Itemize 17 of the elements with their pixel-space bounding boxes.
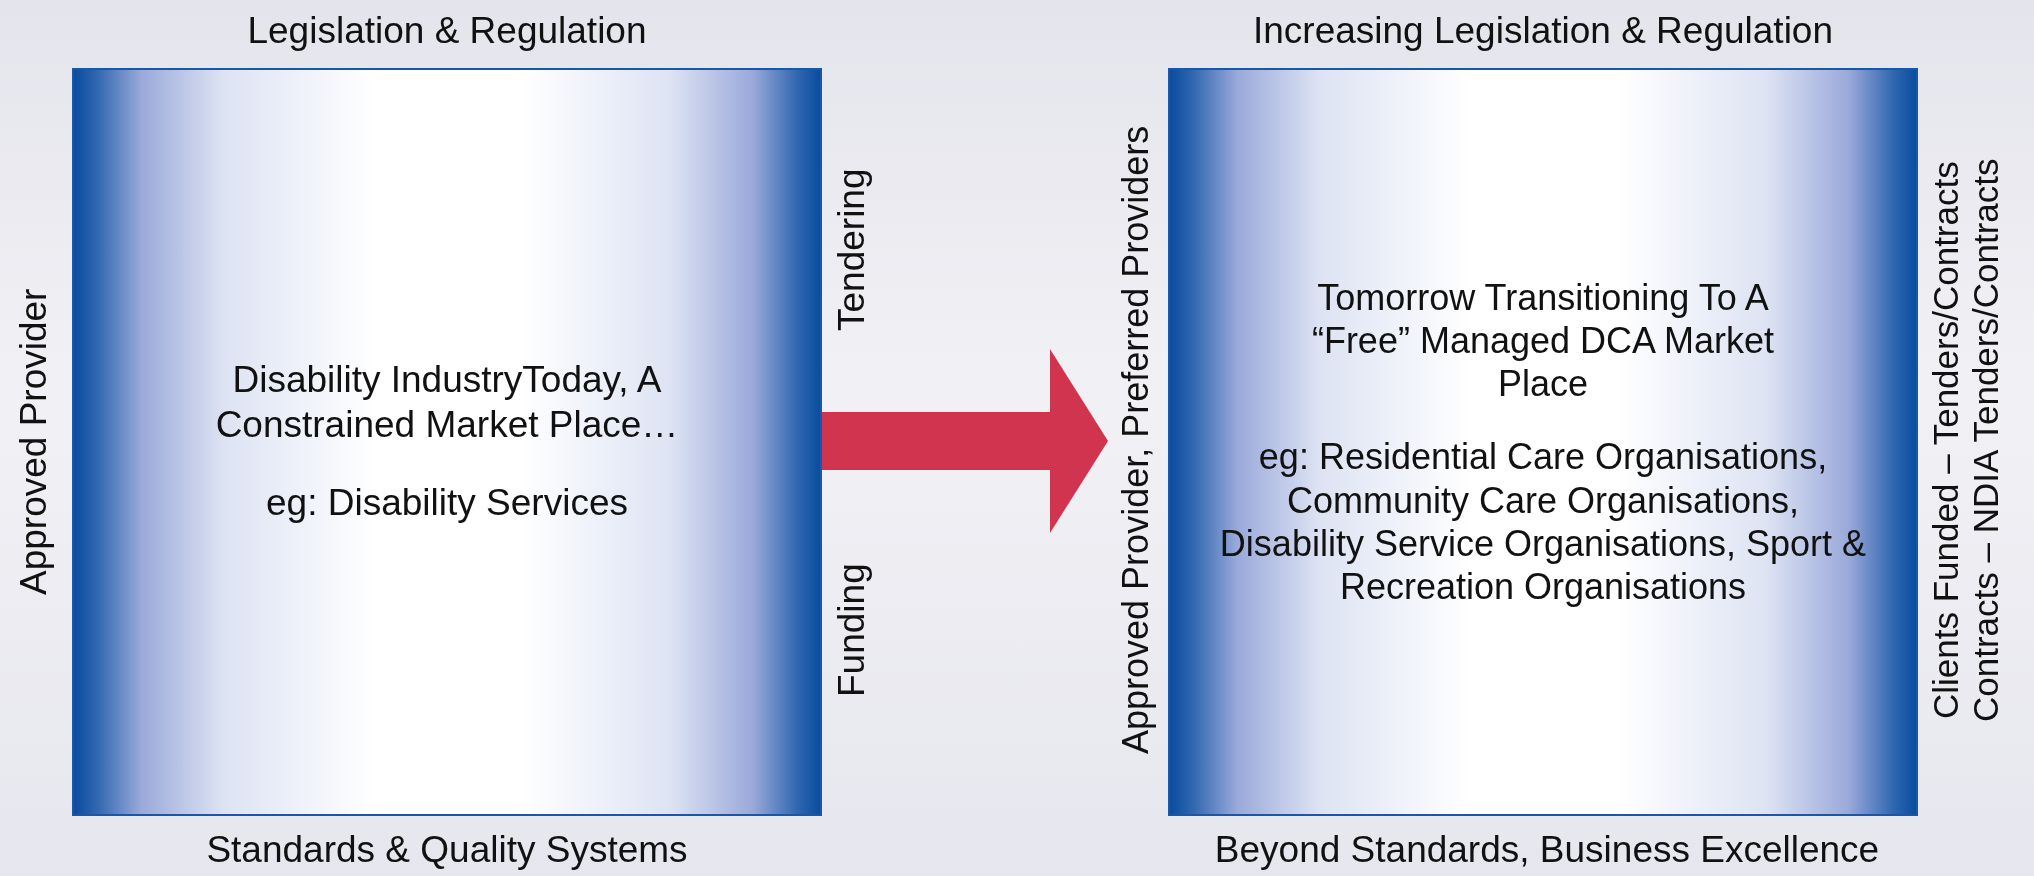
vertical-side-label: Funding (829, 562, 873, 699)
side-label: Legislation & Regulation (246, 8, 648, 53)
vertical-side-label: Approved Provider, Preferred Providers (1114, 124, 1158, 757)
panel-text: eg: Disability Services (266, 481, 628, 526)
side-label: Beyond Standards, Business Excellence (1213, 827, 1881, 872)
panel-heading: Tomorrow Transitioning To A “Free” Managed DCA Market Place (1310, 275, 1776, 406)
block-arrow (822, 349, 1108, 533)
vertical-side-label: Tendering (829, 167, 873, 334)
side-label: Increasing Legislation & Regulation (1251, 8, 1834, 53)
panel-heading: Disability IndustryToday, A Constrained Market Place… (214, 358, 680, 447)
vertical-side-label: Contracts – NDIA Tenders/Contracts (1966, 157, 2006, 724)
side-label: Standards & Quality Systems (205, 827, 689, 872)
vertical-side-label: Clients Funded – Tenders/Contracts (1926, 160, 1966, 721)
vertical-side-label: Approved Provider (11, 287, 55, 598)
gradient-panel (72, 68, 822, 816)
panel-text: eg: Residential Care Organisations, Community Care Organisations, Disability Service Organisations, Sport & Recreation Organisations (1218, 435, 1868, 609)
gradient-panel (1168, 68, 1918, 816)
